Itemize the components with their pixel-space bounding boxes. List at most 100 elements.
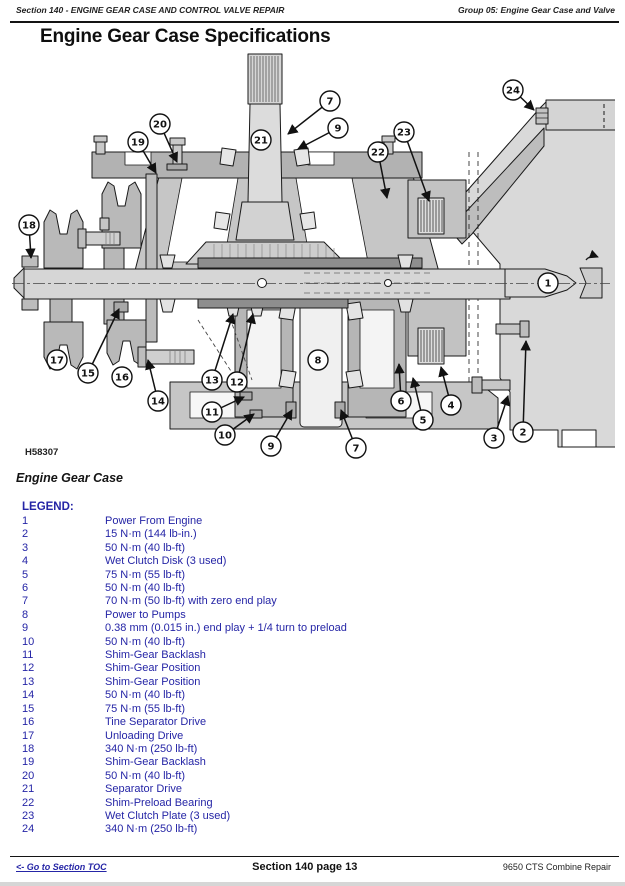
callout-7: 7 — [319, 90, 341, 112]
callout-5: 5 — [412, 409, 434, 431]
callout-7: 7 — [345, 437, 367, 459]
header-group-text: Group 05: Engine Gear Case and Valve — [458, 5, 615, 15]
legend-item-number: 5 — [22, 568, 29, 581]
svg-text:10: 10 — [218, 431, 232, 442]
svg-text:14: 14 — [151, 397, 165, 408]
page-header: Section 140 - ENGINE GEAR CASE AND CONTR… — [16, 5, 615, 15]
callout-leader-12 — [236, 312, 256, 383]
legend-item-number: 8 — [22, 608, 29, 621]
legend-item-description: Unloading Drive — [105, 729, 184, 742]
legend-item-number: 3 — [22, 541, 29, 554]
svg-text:15: 15 — [81, 369, 95, 380]
legend-item-description: 50 N·m (40 lb-ft) — [105, 769, 186, 782]
legend-row: 23 Wet Clutch Plate (3 used) — [22, 810, 615, 823]
svg-text:13: 13 — [205, 376, 219, 387]
legend-item-number: 19 — [22, 756, 35, 769]
legend-item-number: 21 — [22, 783, 35, 796]
callout-4: 4 — [440, 394, 462, 416]
legend-item-number: 6 — [22, 582, 29, 595]
callout-15: 15 — [77, 362, 99, 384]
callout-22: 22 — [367, 141, 389, 163]
legend-item-number: 22 — [22, 796, 35, 809]
callout-23: 23 — [393, 121, 415, 143]
callout-24: 24 — [502, 79, 524, 101]
svg-text:12: 12 — [230, 378, 244, 389]
svg-text:23: 23 — [397, 128, 411, 139]
svg-text:7: 7 — [327, 97, 334, 108]
svg-text:18: 18 — [22, 221, 36, 232]
legend-item-description: Wet Clutch Disk (3 used) — [105, 555, 227, 568]
legend-item-number: 11 — [22, 649, 34, 662]
footer-page-number: Section 140 page 13 — [252, 861, 358, 873]
callout-leader-2 — [520, 339, 531, 433]
legend-item-description: Tine Separator Drive — [105, 716, 207, 729]
legend-item-description: Power From Engine — [105, 515, 203, 527]
callout-14: 14 — [147, 390, 169, 412]
svg-text:24: 24 — [506, 86, 520, 97]
header-section-text: Section 140 - ENGINE GEAR CASE AND CONTR… — [16, 5, 285, 15]
callout-9: 9 — [327, 117, 349, 139]
engine-gear-case-diagram: 2019792123222418117151614131211109876543… — [12, 53, 615, 459]
svg-text:17: 17 — [50, 356, 64, 367]
svg-text:8: 8 — [315, 356, 322, 367]
legend-item-description: Shim-Gear Position — [105, 662, 201, 675]
callout-19: 19 — [127, 131, 149, 153]
svg-text:21: 21 — [254, 136, 268, 147]
callout-3: 3 — [483, 427, 505, 449]
legend-row: 19 Shim-Gear Backlash — [22, 756, 615, 769]
legend-item-number: 17 — [22, 729, 35, 742]
legend-row: 16 Tine Separator Drive — [22, 716, 615, 729]
go-to-section-toc-link[interactable]: <- Go to Section TOC — [16, 862, 107, 872]
callout-20: 20 — [149, 113, 171, 135]
svg-text:22: 22 — [371, 148, 385, 159]
scan-edge — [0, 882, 625, 886]
legend-item-number: 23 — [22, 809, 35, 822]
legend-item-description: 0.38 mm (0.015 in.) end play + 1/4 turn … — [105, 622, 347, 635]
footer-manual-name: 9650 CTS Combine Repair — [502, 862, 611, 872]
svg-text:9: 9 — [335, 124, 342, 135]
legend-item-description: 50 N·m (40 lb-ft) — [105, 635, 186, 648]
legend-item-number: 7 — [22, 595, 29, 608]
svg-text:7: 7 — [353, 444, 360, 455]
legend-item-description: 340 N·m (250 lb-ft) — [105, 742, 198, 755]
legend-row: 5 75 N·m (55 lb-ft) — [22, 569, 615, 582]
legend-item-description: Power to Pumps — [105, 608, 186, 621]
callout-16: 16 — [111, 366, 133, 388]
svg-text:11: 11 — [205, 408, 219, 419]
figure-id: H58307 — [25, 447, 59, 458]
svg-text:4: 4 — [448, 401, 455, 412]
legend-item-description: Shim-Gear Backlash — [105, 649, 206, 662]
svg-text:3: 3 — [491, 434, 498, 445]
page-title: Engine Gear Case Specifications — [40, 26, 331, 47]
figure-caption: Engine Gear Case — [16, 471, 123, 485]
callout-leader-15 — [87, 308, 120, 374]
svg-text:20: 20 — [153, 120, 167, 131]
legend-item-description: 15 N·m (144 lb-in.) — [105, 528, 197, 541]
page-footer: <- Go to Section TOC Section 140 page 13… — [16, 861, 611, 873]
legend-item-number: 16 — [22, 716, 35, 729]
legend-item-description: 340 N·m (250 lb-ft) — [105, 823, 198, 836]
callout-6: 6 — [390, 390, 412, 412]
legend-item-description: Shim-Gear Position — [105, 675, 201, 688]
legend-row: 11 Shim-Gear Backlash — [22, 649, 615, 662]
legend-item-description: 75 N·m (55 lb-ft) — [105, 568, 186, 581]
legend-item-description: Wet Clutch Plate (3 used) — [105, 809, 231, 822]
legend-item-description: Shim-Gear Backlash — [105, 756, 206, 769]
callout-8: 8 — [307, 349, 329, 371]
